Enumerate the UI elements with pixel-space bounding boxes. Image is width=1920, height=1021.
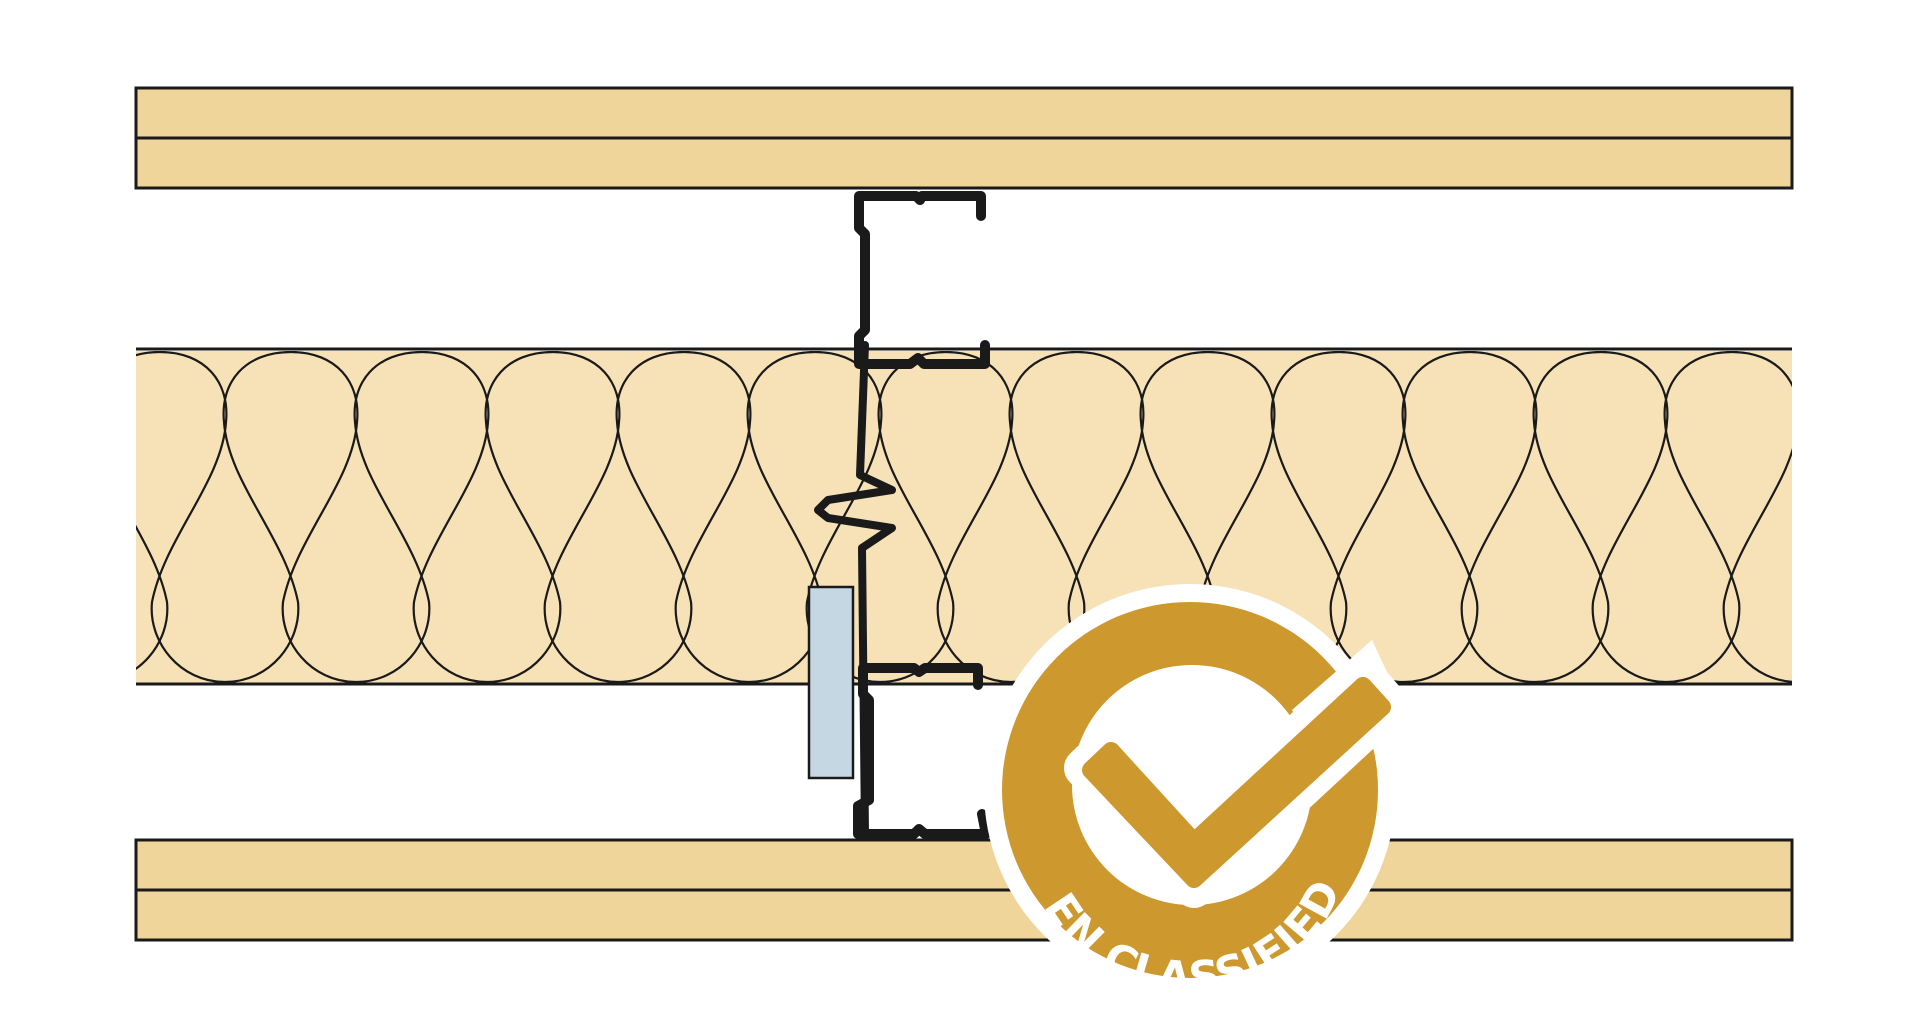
top-board-outer xyxy=(134,86,1794,140)
insulation-loop xyxy=(1855,352,1920,682)
insulation-loop xyxy=(1591,351,1741,683)
insulation-loop xyxy=(543,351,693,683)
insulation-loop xyxy=(281,351,431,683)
insulation-loop xyxy=(412,351,562,683)
top-board-layer xyxy=(134,86,1794,190)
insulation-loop xyxy=(674,351,824,683)
check-mark xyxy=(1082,677,1391,888)
insulation-layer xyxy=(136,347,1920,686)
insulation-loop xyxy=(1329,351,1479,683)
insulation-loop xyxy=(805,351,955,683)
top-board-inner xyxy=(134,136,1794,190)
bottom-board-outer xyxy=(134,888,1794,942)
insulation-loop xyxy=(936,351,1086,683)
steel-stud xyxy=(814,191,991,839)
lower-c-stud xyxy=(853,663,991,839)
insulation-loop xyxy=(150,351,300,683)
insulation-loop xyxy=(1460,351,1610,683)
sealing-strip xyxy=(807,585,855,780)
bottom-board-inner xyxy=(134,838,1794,892)
resilient-bar xyxy=(814,341,896,838)
upper-c-stud xyxy=(854,191,990,369)
bottom-board-layer xyxy=(134,838,1794,942)
